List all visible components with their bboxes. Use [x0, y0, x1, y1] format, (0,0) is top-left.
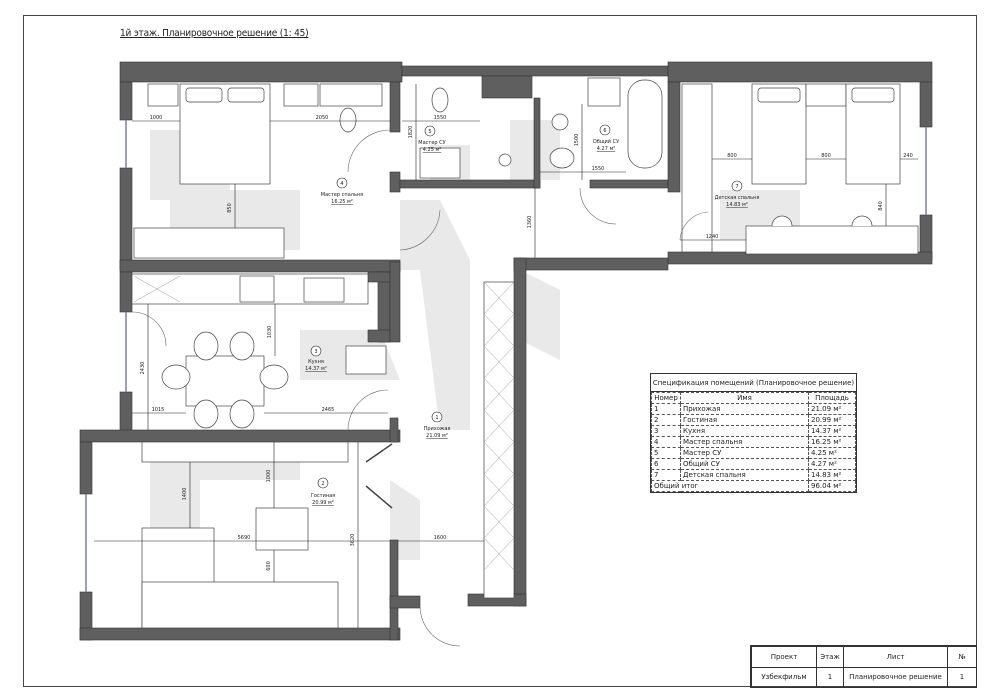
svg-text:20.99 м²: 20.99 м²	[312, 500, 334, 506]
dim-label: 2050	[316, 115, 329, 121]
title-block-values: Узбекфильм 1 Планировочное решение 1	[751, 666, 977, 688]
room-tag-1: 1 Прихожая 21.09 м²	[424, 411, 451, 439]
dim-label: 1000	[150, 115, 163, 121]
title-block-header: Проект Этаж Лист №	[751, 646, 977, 668]
room-tag-5: 5 Мастер СУ 4.25 м²	[418, 125, 446, 153]
windows	[85, 120, 927, 592]
svg-text:4: 4	[340, 181, 343, 187]
room-tags: 4 Мастер спальня 16.25 м² 5 Мастер СУ 4.…	[305, 124, 760, 506]
dim-label: 2465	[322, 407, 335, 413]
room-tag-6: 6 Общий СУ 4.27 м²	[593, 124, 619, 152]
tb-sheet-label: Лист	[843, 646, 948, 668]
svg-text:14.37 м²: 14.37 м²	[305, 366, 327, 372]
dim-label: 850	[227, 203, 233, 213]
furniture	[131, 77, 919, 629]
room-spec-table: Спецификация помещений (Планировочное ре…	[650, 373, 857, 493]
svg-text:1: 1	[435, 415, 438, 421]
col-name: Имя	[680, 392, 809, 404]
tb-floor-label: Этаж	[816, 646, 844, 668]
svg-text:Прихожая: Прихожая	[424, 426, 451, 432]
drawing-title: 1й этаж. Планировочное решение (1: 45)	[120, 28, 309, 39]
svg-text:6: 6	[603, 128, 606, 134]
dim-label: 1550	[434, 115, 447, 121]
svg-text:Кухня: Кухня	[308, 359, 324, 365]
dim-label: 840	[878, 201, 884, 211]
dim-label: 1400	[182, 488, 188, 501]
dim-label: 1820	[408, 126, 414, 139]
dim-label: 600	[266, 561, 272, 571]
dim-label: 1240	[706, 234, 719, 240]
room-tag-7: 7 Детская спальня 14.83 м²	[715, 180, 760, 208]
dim-label: 800	[821, 153, 831, 159]
svg-text:21.09 м²: 21.09 м²	[426, 433, 448, 439]
col-number: Номер	[651, 392, 681, 404]
spec-header-row: Номер Имя Площадь	[651, 392, 856, 404]
svg-text:5: 5	[428, 129, 431, 135]
dim-label: 1030	[267, 326, 273, 339]
svg-text:4.27 м²: 4.27 м²	[597, 146, 616, 152]
dim-label: 800	[727, 153, 737, 159]
dimension-lines	[94, 84, 918, 628]
svg-text:3: 3	[314, 349, 317, 355]
svg-text:Мастер СУ: Мастер СУ	[418, 140, 445, 146]
tb-floor: 1	[816, 666, 844, 688]
dim-label: 5690	[238, 535, 251, 541]
wardrobe-hatch	[133, 275, 515, 571]
drawing-sheet-border	[23, 15, 977, 687]
svg-text:Общий СУ: Общий СУ	[593, 138, 619, 145]
dim-label: 1500	[574, 134, 580, 147]
svg-text:14.83 м²: 14.83 м²	[726, 202, 748, 208]
room-tag-4: 4 Мастер спальня 16.25 м²	[321, 177, 363, 205]
dim-label: 2430	[140, 362, 146, 375]
svg-text:4.25 м²: 4.25 м²	[423, 147, 442, 153]
svg-text:2: 2	[321, 481, 324, 487]
tb-project: Узбекфильм	[751, 666, 817, 688]
dim-label: 1360	[527, 216, 533, 229]
svg-text:Мастер спальня: Мастер спальня	[321, 192, 363, 198]
spec-table-title: Спецификация помещений (Планировочное ре…	[651, 374, 856, 392]
svg-text:Детская спальня: Детская спальня	[715, 195, 760, 201]
dimension-labels: 1000 2050 850 1550 1820 1550 1500 1360 8…	[140, 115, 913, 571]
tb-number-label: №	[947, 646, 977, 668]
dim-label: 1600	[434, 535, 447, 541]
svg-text:Гостиная: Гостиная	[311, 493, 335, 499]
tb-sheet: Планировочное решение	[843, 666, 948, 688]
svg-text:16.25 м²: 16.25 м²	[331, 199, 353, 205]
tb-project-label: Проект	[751, 646, 817, 668]
tb-number: 1	[947, 666, 977, 688]
title-block: Проект Этаж Лист № Узбекфильм 1 Планиров…	[750, 645, 977, 688]
room-tag-3: 3 Кухня 14.37 м²	[305, 345, 327, 372]
walls	[79, 61, 933, 641]
dim-label: 240	[903, 153, 913, 159]
dim-label: 1550	[592, 166, 605, 172]
col-area: Площадь	[808, 392, 856, 404]
dim-label: 3620	[350, 534, 356, 547]
dim-label: 1000	[266, 470, 272, 483]
room-tag-2: 2 Гостиная 20.99 м²	[311, 477, 335, 506]
svg-text:7: 7	[735, 184, 738, 190]
dim-label: 1015	[152, 407, 165, 413]
doors	[131, 129, 709, 647]
